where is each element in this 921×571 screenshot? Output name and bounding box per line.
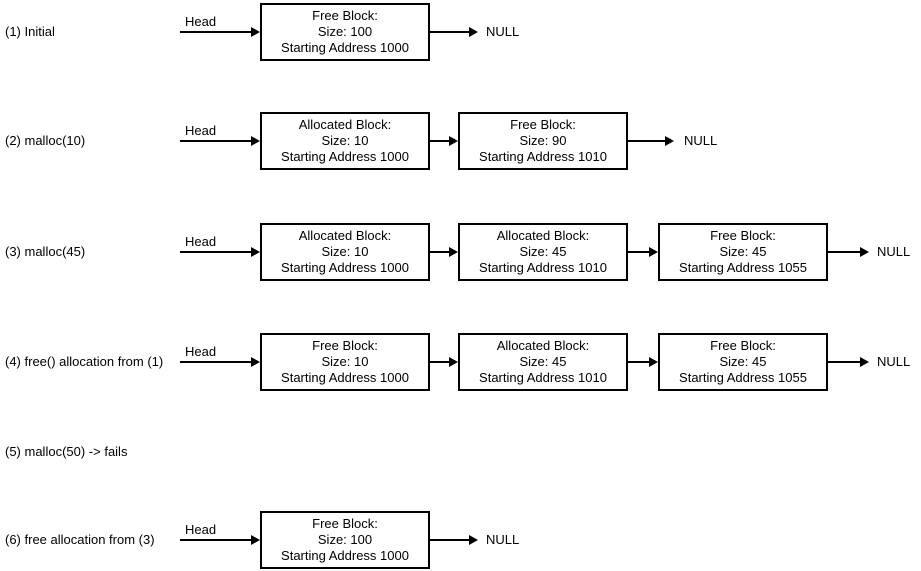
- link-arrow-line: [430, 251, 449, 253]
- block-size: Size: 10: [321, 133, 369, 148]
- head-arrow-head-icon: [251, 136, 260, 146]
- block-size: Size: 45: [719, 244, 767, 259]
- block-size: Size: 10: [321, 244, 369, 259]
- block-title: Free Block:: [710, 228, 776, 243]
- block-address: Starting Address 1010: [479, 370, 607, 385]
- null-arrow-head-icon: [860, 247, 869, 257]
- block-address: Starting Address 1000: [281, 40, 409, 55]
- memory-block-4-2: Allocated Block: Size: 45 Starting Addre…: [458, 333, 628, 391]
- block-title: Free Block:: [710, 338, 776, 353]
- memory-block-1-1: Free Block: Size: 100 Starting Address 1…: [260, 3, 430, 61]
- null-arrow-head-icon: [860, 357, 869, 367]
- head-pointer-label-6: Head: [185, 522, 217, 537]
- head-arrow-line-3: [180, 251, 251, 253]
- head-pointer-label-3: Head: [185, 234, 217, 249]
- block-title: Allocated Block:: [298, 228, 392, 243]
- null-arrow-line-4: [828, 361, 860, 363]
- step-label-3: (3) malloc(45): [5, 244, 86, 259]
- step-label-4: (4) free() allocation from (1): [5, 354, 164, 369]
- block-title: Allocated Block:: [496, 228, 590, 243]
- null-arrow-head-icon: [665, 136, 674, 146]
- block-address: Starting Address 1000: [281, 260, 409, 275]
- null-label-4: NULL: [877, 354, 911, 369]
- block-title: Free Block:: [312, 8, 378, 23]
- block-size: Size: 10: [321, 354, 369, 369]
- block-address: Starting Address 1010: [479, 149, 607, 164]
- step-label-5: (5) malloc(50) -> fails: [5, 444, 128, 459]
- memory-block-6-1: Free Block: Size: 100 Starting Address 1…: [260, 511, 430, 569]
- head-arrow-line-6: [180, 539, 251, 541]
- step-label-6: (6) free allocation from (3): [5, 532, 155, 547]
- head-arrow-head-icon: [251, 27, 260, 37]
- memory-block-3-2: Allocated Block: Size: 45 Starting Addre…: [458, 223, 628, 281]
- block-address: Starting Address 1055: [679, 370, 807, 385]
- link-arrow-line: [430, 140, 449, 142]
- memory-block-2-1: Allocated Block: Size: 10 Starting Addre…: [260, 112, 430, 170]
- block-address: Starting Address 1000: [281, 548, 409, 563]
- head-pointer-label-1: Head: [185, 14, 217, 29]
- head-arrow-head-icon: [251, 357, 260, 367]
- block-title: Allocated Block:: [496, 338, 590, 353]
- block-size: Size: 100: [317, 532, 373, 547]
- link-arrow-line: [628, 251, 649, 253]
- memory-block-4-3: Free Block: Size: 45 Starting Address 10…: [658, 333, 828, 391]
- block-title: Free Block:: [312, 338, 378, 353]
- link-arrow-head-icon: [449, 136, 458, 146]
- null-arrow-line-1: [430, 31, 469, 33]
- null-arrow-head-icon: [469, 535, 478, 545]
- head-arrow-line-4: [180, 361, 251, 363]
- null-arrow-head-icon: [469, 27, 478, 37]
- null-label-1: NULL: [486, 24, 520, 39]
- block-size: Size: 45: [519, 354, 567, 369]
- null-label-3: NULL: [877, 244, 911, 259]
- link-arrow-head-icon: [649, 357, 658, 367]
- step-label-2: (2) malloc(10): [5, 133, 86, 148]
- head-arrow-line-2: [180, 140, 251, 142]
- block-title: Free Block:: [510, 117, 576, 132]
- link-arrow-head-icon: [449, 357, 458, 367]
- block-size: Size: 45: [519, 244, 567, 259]
- block-title: Free Block:: [312, 516, 378, 531]
- block-address: Starting Address 1000: [281, 149, 409, 164]
- link-arrow-head-icon: [449, 247, 458, 257]
- null-arrow-line-3: [828, 251, 860, 253]
- step-label-1: (1) Initial: [5, 24, 55, 39]
- memory-block-3-1: Allocated Block: Size: 10 Starting Addre…: [260, 223, 430, 281]
- head-arrow-line-1: [180, 31, 251, 33]
- link-arrow-line: [628, 361, 649, 363]
- block-title: Allocated Block:: [298, 117, 392, 132]
- memory-block-4-1: Free Block: Size: 10 Starting Address 10…: [260, 333, 430, 391]
- block-address: Starting Address 1000: [281, 370, 409, 385]
- null-label-6: NULL: [486, 532, 520, 547]
- null-arrow-line-2: [628, 140, 665, 142]
- block-address: Starting Address 1055: [679, 260, 807, 275]
- block-address: Starting Address 1010: [479, 260, 607, 275]
- block-size: Size: 90: [519, 133, 567, 148]
- head-pointer-label-4: Head: [185, 344, 217, 359]
- null-arrow-line-6: [430, 539, 469, 541]
- head-arrow-head-icon: [251, 535, 260, 545]
- link-arrow-head-icon: [649, 247, 658, 257]
- link-arrow-line: [430, 361, 449, 363]
- head-arrow-head-icon: [251, 247, 260, 257]
- null-label-2: NULL: [684, 133, 718, 148]
- memory-block-3-3: Free Block: Size: 45 Starting Address 10…: [658, 223, 828, 281]
- memory-block-2-2: Free Block: Size: 90 Starting Address 10…: [458, 112, 628, 170]
- head-pointer-label-2: Head: [185, 123, 217, 138]
- block-size: Size: 45: [719, 354, 767, 369]
- block-size: Size: 100: [317, 24, 373, 39]
